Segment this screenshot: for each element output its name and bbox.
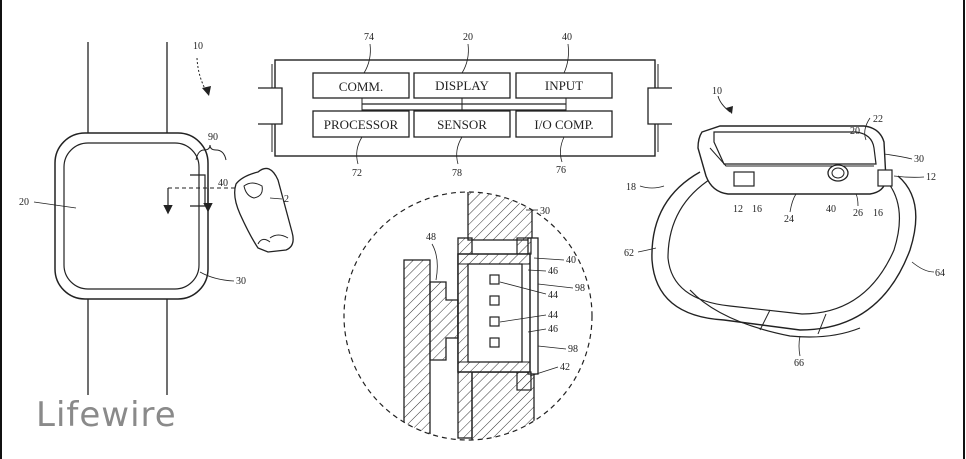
block-display: DISPLAY [413, 72, 511, 99]
label-22: 22 [873, 114, 883, 125]
block-processor-label: PROCESSOR [324, 117, 399, 132]
label-24: 24 [784, 214, 794, 225]
label-12a: 12 [733, 204, 743, 215]
block-sensor: SENSOR [413, 110, 511, 138]
figure-watch-perspective: 10 20 22 30 18 12 16 24 40 26 16 12 62 6… [624, 86, 945, 369]
label-18: 18 [626, 182, 636, 193]
detail-cross-section: 30 48 40 46 98 44 44 46 98 42 [343, 191, 593, 441]
label-16b: 16 [873, 208, 883, 219]
label-46b: 46 [548, 324, 558, 335]
label-30: 30 [236, 276, 246, 287]
label-20: 20 [19, 197, 29, 208]
label-20-block: 20 [463, 32, 473, 43]
lifewire-logo: Lifewire [36, 395, 177, 435]
label-42: 42 [560, 362, 570, 373]
label-26: 26 [853, 208, 863, 219]
block-processor: PROCESSOR [312, 110, 410, 138]
label-44b: 44 [548, 310, 558, 321]
label-12b: 12 [926, 172, 936, 183]
label-46a: 46 [548, 266, 558, 277]
label-48: 48 [426, 232, 436, 243]
label-64: 64 [935, 268, 945, 279]
label-72: 72 [352, 168, 362, 179]
block-input: INPUT [515, 72, 613, 99]
block-comm: COMM. [312, 72, 410, 99]
label-78: 78 [452, 168, 462, 179]
label-44a: 44 [548, 290, 558, 301]
label-76: 76 [556, 165, 566, 176]
label-10: 10 [193, 41, 203, 52]
label-66: 66 [794, 358, 804, 369]
block-input-label: INPUT [545, 78, 583, 93]
label-74: 74 [364, 32, 374, 43]
label-98b: 98 [568, 344, 578, 355]
label-20-persp: 20 [850, 126, 860, 137]
block-comm-label: COMM. [339, 79, 383, 94]
label-40-persp: 40 [826, 204, 836, 215]
block-io-label: I/O COMP. [534, 117, 593, 132]
label-40-block: 40 [562, 32, 572, 43]
figure-watch-front: 10 90 40 20 2 30 [19, 41, 294, 395]
block-sensor-label: SENSOR [437, 117, 487, 132]
label-98a: 98 [575, 283, 585, 294]
block-diagram: COMM. DISPLAY INPUT PROCESSOR SENSOR I/O… [258, 32, 672, 179]
label-16a: 16 [752, 204, 762, 215]
label-30-persp: 30 [914, 154, 924, 165]
label-2: 2 [284, 194, 289, 205]
label-30-detail: 30 [540, 206, 550, 217]
label-10-persp: 10 [712, 86, 722, 97]
block-io: I/O COMP. [515, 110, 613, 138]
block-display-label: DISPLAY [435, 78, 489, 93]
label-90: 90 [208, 132, 218, 143]
label-62: 62 [624, 248, 634, 259]
label-40: 40 [218, 178, 228, 189]
label-40-detail: 40 [566, 255, 576, 266]
